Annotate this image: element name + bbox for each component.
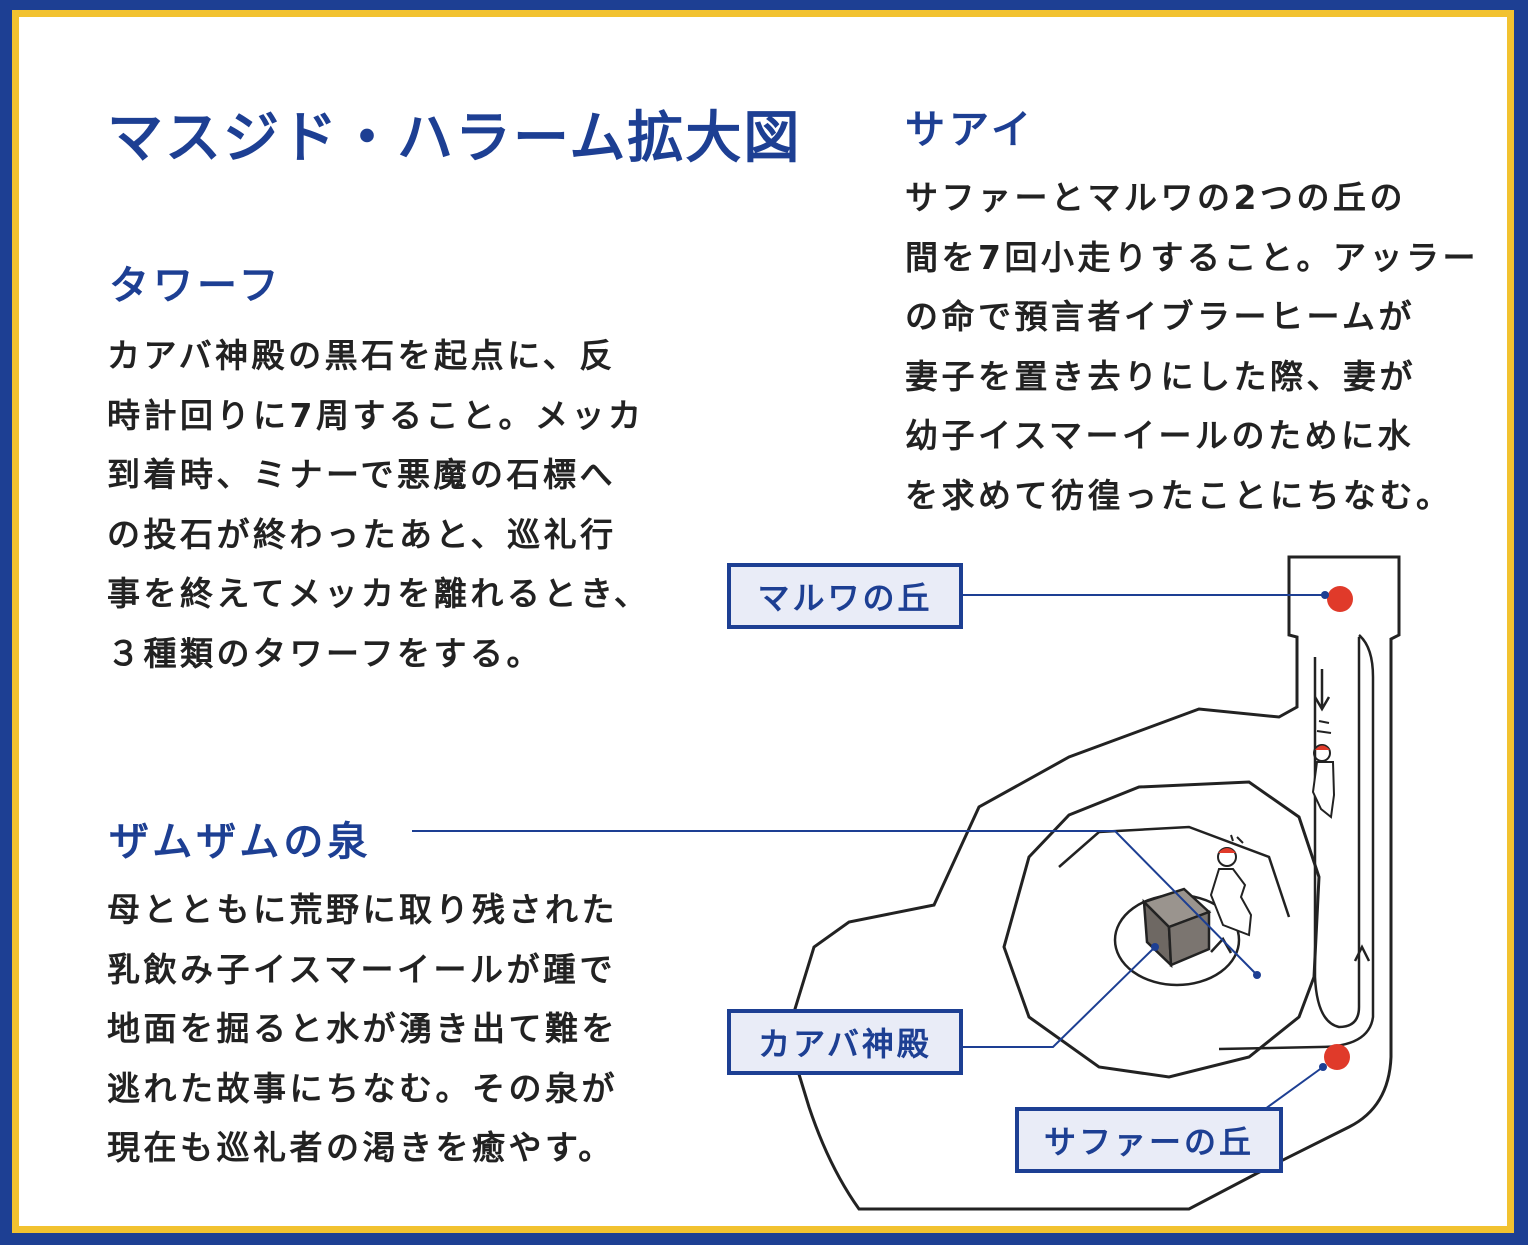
sai-line: サファーとマルワの2つの丘の: [905, 178, 1406, 217]
sai-line: 幼子イスマーイールのために水: [905, 416, 1415, 455]
sai-line: を求めて彷徨ったことにちなむ。: [905, 475, 1453, 515]
sai-line: 間を7回小走りすること。アッラー: [905, 237, 1479, 277]
pilgrim-running-figure: [1311, 720, 1336, 819]
kaaba-cube: [1141, 887, 1212, 969]
mataf-ring: [1058, 825, 1291, 918]
down-arrow-icon: [1313, 669, 1331, 712]
gold-border: マスジド・ハラーム拡大図 タワーフ カアバ神殿の黒石を起点に、反 時計回りに7周…: [12, 10, 1514, 1233]
zamzam-line: 逃れた故事にちなむ。その泉が: [107, 1068, 618, 1108]
mosque-inner-outline: [1002, 780, 1321, 1079]
mosque-outer-outline: [785, 555, 1401, 1211]
tawaf-description: カアバ神殿の黒石を起点に、反 時計回りに7周すること。メッカ 到着時、ミナーで悪…: [107, 326, 651, 683]
sai-line: 妻子を置き去りにした際、妻が: [905, 356, 1416, 396]
kaaba-leader-line: [963, 946, 1156, 1048]
zamzam-heading: ザムザムの泉: [109, 819, 372, 865]
page-title: マスジド・ハラーム拡大図: [107, 106, 802, 171]
tawaf-line: カアバ神殿の黒石を起点に、反: [107, 336, 616, 375]
mosque-map-diagram: [412, 555, 1401, 1211]
sai-description: サファーとマルワの2つの丘の 間を7回小走りすること。アッラー の命で預言者イブ…: [905, 168, 1479, 525]
kaaba-leader-dot: [1151, 943, 1159, 951]
tawaf-heading: タワーフ: [109, 263, 283, 309]
kaaba-label: カアバ神殿: [727, 1009, 963, 1075]
safa-leader-dot: [1319, 1063, 1327, 1071]
zamzam-line: 母とともに荒野に取り残された: [107, 890, 618, 929]
zamzam-leader-line: [412, 830, 1258, 976]
zamzam-leader-dot: [1253, 971, 1261, 979]
zamzam-description: 母とともに荒野に取り残された 乳飲み子イスマーイールが踵で 地面を掘ると水が湧き…: [107, 880, 618, 1178]
up-arrow-icon: [1353, 944, 1371, 962]
tawaf-line: 時計回りに7周すること。メッカ: [107, 395, 645, 435]
marwa-hill-label: マルワの丘: [727, 563, 963, 629]
marwa-hill-marker: [1327, 586, 1353, 612]
tawaf-line: 到着時、ミナーで悪魔の石標へ: [107, 455, 617, 494]
sai-line: の命で預言者イブラーヒームが: [905, 297, 1416, 336]
pilgrim-walking-figure: [1209, 834, 1253, 937]
content-panel: マスジド・ハラーム拡大図 タワーフ カアバ神殿の黒石を起点に、反 時計回りに7周…: [19, 17, 1507, 1226]
tawaf-line: 事を終えてメッカを離れるとき、: [107, 574, 651, 613]
safa-hill-marker: [1324, 1044, 1350, 1070]
tawaf-arrow-icon: [1210, 936, 1233, 954]
safa-hill-label: サファーの丘: [1015, 1107, 1283, 1173]
sai-heading: サアイ: [905, 107, 1035, 153]
zamzam-line: 乳飲み子イスマーイールが踵で: [107, 949, 617, 989]
zamzam-line: 現在も巡礼者の渇きを癒やす。: [107, 1128, 615, 1167]
tawaf-line: の投石が終わったあと、巡礼行: [107, 514, 617, 554]
marwa-leader-dot: [1321, 591, 1329, 599]
safa-leader-line: [1264, 1066, 1324, 1110]
zamzam-line: 地面を掘ると水が湧き出て難を: [107, 1009, 618, 1048]
tawaf-line: ３種類のタワーフをする。: [107, 633, 544, 673]
